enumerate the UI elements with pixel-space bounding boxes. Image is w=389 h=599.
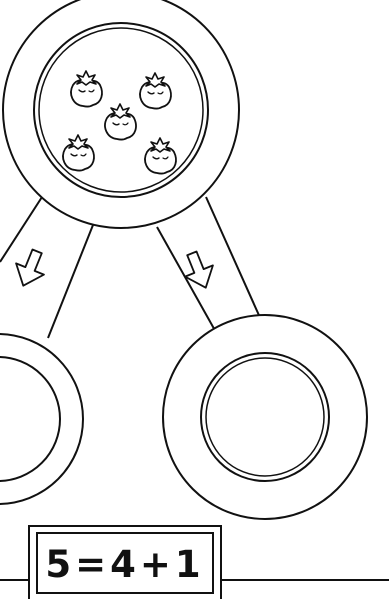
left-part-circle[interactable]	[0, 334, 83, 504]
connector-right	[157, 197, 262, 334]
equation-text: 5=4+1	[45, 543, 204, 586]
right-part-circle[interactable]	[163, 315, 367, 519]
equation-box: 5=4+1	[29, 526, 221, 599]
